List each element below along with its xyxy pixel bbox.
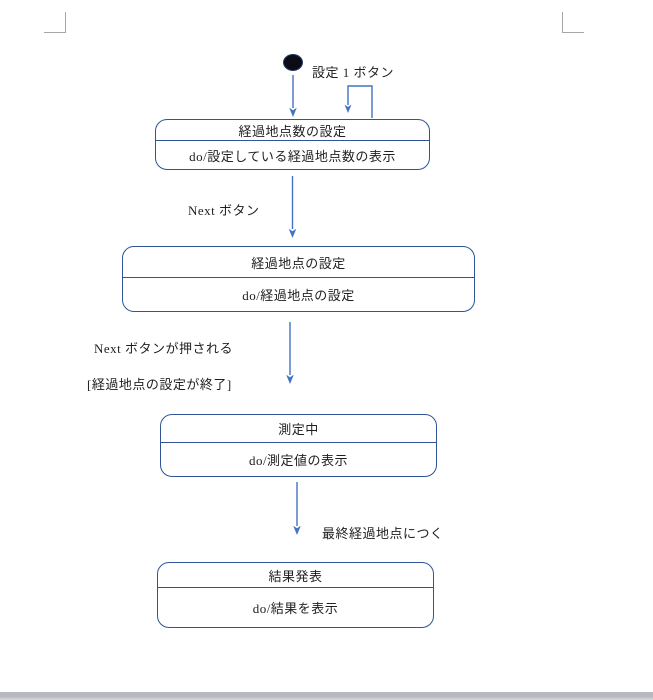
state-box-waypoint-count-setting[interactable]: 経過地点数の設定 do/設定している経過地点数の表示 [155,119,430,170]
state-title: 経過地点数の設定 [156,120,429,141]
state-activity: do/結果を表示 [252,601,339,616]
crop-mark-top-left-vertical [65,12,66,33]
transition-arrow-state3-to-state4[interactable] [293,482,301,535]
crop-mark-top-right-horizontal [562,32,584,33]
state-activity: do/経過地点の設定 [242,288,355,303]
state-title: 測定中 [161,415,436,443]
state-title: 結果発表 [158,563,433,588]
transition-arrow-state2-to-state3[interactable] [286,322,294,384]
self-transition-arrow-state1[interactable] [344,85,373,118]
state-box-waypoint-setting[interactable]: 経過地点の設定 do/経過地点の設定 [122,246,475,312]
event-label-next-button[interactable]: Next ボタン [188,203,260,218]
crop-mark-top-left-horizontal [44,32,66,33]
page-bottom-edge [0,692,653,700]
state-box-measuring[interactable]: 測定中 do/測定値の表示 [160,414,437,477]
transition-arrow-state1-to-state2[interactable] [288,176,297,238]
state-title: 経過地点の設定 [123,247,474,278]
state-activity: do/設定している経過地点数の表示 [189,148,396,164]
event-label-next-pressed[interactable]: Next ボタンが押される [94,341,234,356]
event-label-final-waypoint-reached[interactable]: 最終経過地点につく [322,526,444,541]
guard-label-waypoint-setting-done[interactable]: [経過地点の設定が終了] [87,377,232,392]
state-box-result-announcement[interactable]: 結果発表 do/結果を表示 [157,562,434,628]
crop-mark-top-right-vertical [562,12,563,33]
transition-arrow-initial-to-state1[interactable] [289,75,297,117]
initial-state-node[interactable] [283,54,303,71]
event-label-settei1-button[interactable]: 設定 1 ボタン [312,65,395,80]
state-activity: do/測定値の表示 [248,453,349,468]
